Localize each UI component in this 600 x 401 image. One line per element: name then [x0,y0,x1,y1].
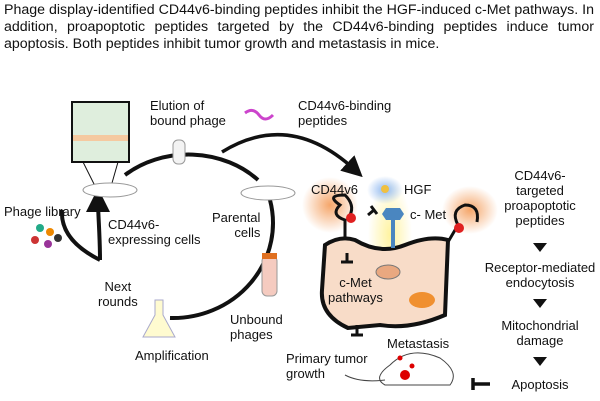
hgf-icon [381,185,389,193]
metastasis-label: Metastasis [387,336,450,351]
inhibit-apoptosis [471,378,490,390]
peptide-icon [244,108,275,121]
cmet-label: c- Met [410,207,447,222]
tube-icon [172,139,186,165]
label-line: cells [234,225,261,240]
label-line: Elution of [150,98,205,113]
abstract-text: Phage display-identified CD44v6-binding … [4,2,594,52]
to-peptides-arrow [221,133,363,178]
dish-icon [82,182,138,198]
label-line: rounds [98,294,138,309]
phage-library-icon [31,224,62,248]
pathway-arrows [533,243,547,366]
label-line: c-Met [339,275,372,290]
label-line: pathways [328,290,383,305]
label-line: expressing cells [108,232,201,247]
label-line: bound phage [150,113,226,128]
nucleus [375,264,401,280]
label-line: proapoptotic [504,198,576,213]
label-line: peptides [515,213,565,228]
label-line: Parental [212,210,261,225]
label-line: phages [230,327,273,342]
label-line: Receptor-mediated [484,260,596,275]
label-line: damage [516,333,564,348]
cd44v6-receptor [332,193,354,240]
label-line: CD44v6- [108,217,160,232]
mouse-icon [344,352,454,386]
label-line: Mitochondrial [501,318,579,333]
phage-library-label: Phage library [4,204,81,219]
amplification-label: Amplification [135,348,209,363]
label-line: endocytosis [505,275,575,290]
cd44v6-receptor-right [446,203,479,243]
label-line: targeted [516,183,564,198]
label-line: CD44v6- [514,168,566,183]
next-rounds-arrow [59,200,100,262]
inhibit-cmet [367,205,379,217]
label-line: peptides [298,113,348,128]
inhibit-pathways [341,253,353,264]
expressing-cells-label: CD44v6-expressing cells [108,217,201,247]
dish-icon [240,185,296,201]
cd44v6-label: CD44v6 [311,182,358,197]
flask-icon [142,299,176,338]
tube-icon [261,255,278,297]
label-line: Primary tumor [286,351,368,366]
label-line: Next [104,279,132,294]
inset-box [71,101,130,163]
label-line: CD44v6-binding [298,98,392,113]
label-line: Unbound [230,312,283,327]
selection-cycle-arrow [123,152,275,321]
apoptosis-label: Apoptosis [511,377,569,392]
inhibit-growth [351,325,363,337]
label-line: growth [286,366,326,381]
hgf-label: HGF [404,182,432,197]
mitochondrion-icon [409,292,435,308]
